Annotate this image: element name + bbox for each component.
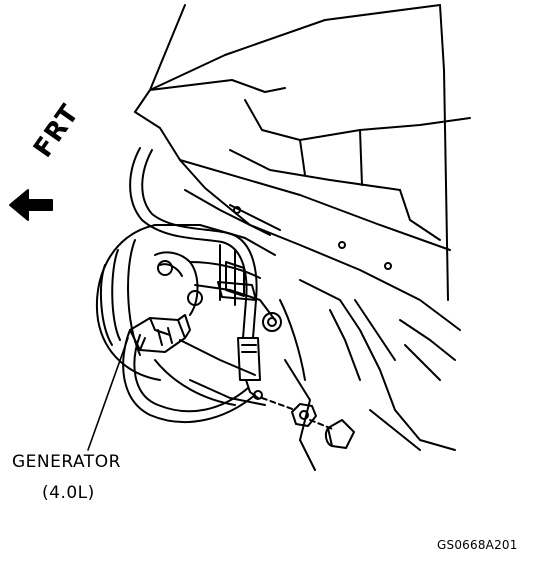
pulley-hub [157, 260, 173, 276]
terminal-boot [237, 337, 261, 399]
exploded-hardware [253, 390, 355, 449]
arrow-left-icon [9, 189, 53, 221]
figure-code: GS0668A201 [437, 538, 518, 552]
component-label: GENERATOR [12, 452, 121, 472]
harness-connector [129, 314, 191, 353]
engine-intake-outline [134, 4, 471, 331]
engine-block-lower [279, 279, 456, 471]
callout-leader [87, 337, 129, 451]
terminal-stud [262, 312, 282, 332]
mounting-bolt [187, 290, 203, 306]
engine-label: (4.0L) [42, 483, 95, 503]
hex-nut [291, 403, 317, 427]
washer [253, 390, 263, 400]
wiring-harness [122, 147, 258, 423]
mounting-bracket [225, 261, 245, 297]
protective-cap [324, 419, 355, 449]
